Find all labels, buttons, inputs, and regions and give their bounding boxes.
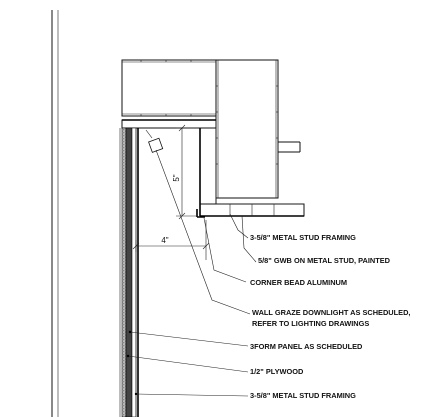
notes: 3-5/8" METAL STUD FRAMING 5/8" GWB ON ME… [250,233,410,400]
note-wall-graze-downlight-line2: REFER TO LIGHTING DRAWINGS [252,319,369,328]
note-corner-bead: CORNER BEAD ALUMINUM [250,278,347,287]
upper-framing [121,59,301,199]
wall-assembly [119,127,139,417]
note-plywood: 1/2" PLYWOOD [250,367,304,376]
vertical-dimension: 5" [172,124,198,220]
horizontal-dimension: 4" [132,220,210,260]
leader-lines [126,149,257,397]
note-metal-stud-framing-bottom: 3-5/8" METAL STUD FRAMING [250,391,356,400]
left-edge-lines [51,10,59,417]
note-3form-panel: 3FORM PANEL AS SCHEDULED [250,342,363,351]
note-wall-graze-downlight-line1: WALL GRAZE DOWNLIGHT AS SCHEDULED, [252,308,410,317]
vertical-dimension-label: 5" [172,174,181,181]
note-metal-stud-framing-top: 3-5/8" METAL STUD FRAMING [250,233,356,242]
horizontal-dimension-label: 4" [161,236,168,245]
note-gwb-on-metal-stud: 5/8" GWB ON METAL STUD, PAINTED [258,256,391,265]
gwb-soffit [121,119,305,218]
wall-graze-downlight [145,129,164,153]
